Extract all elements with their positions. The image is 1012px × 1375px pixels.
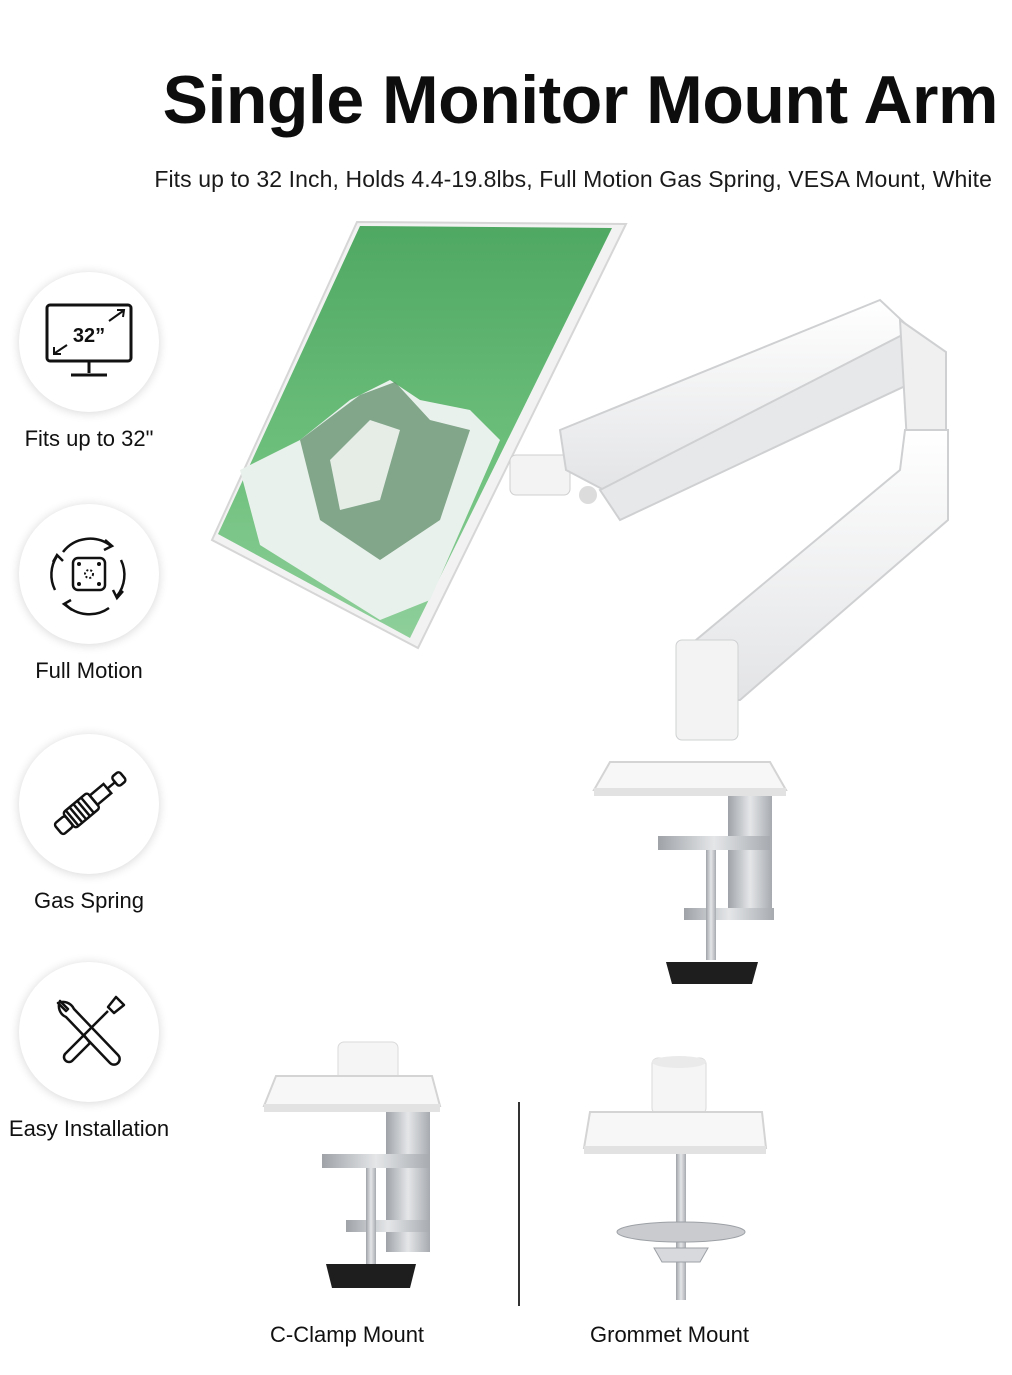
feature-label: Fits up to 32" xyxy=(24,426,154,451)
monitor-32-icon: 32” xyxy=(45,303,133,377)
gas-spring-icon xyxy=(53,771,127,836)
page-subtitle: Fits up to 32 Inch, Holds 4.4-19.8lbs, F… xyxy=(154,166,992,192)
feature-easy-installation: Easy Installation xyxy=(0,962,178,1142)
feature-full-motion: Full Motion xyxy=(0,504,178,684)
page-title: Single Monitor Mount Arm xyxy=(162,62,999,138)
rotation-arrows-icon xyxy=(50,537,126,616)
feature-circle xyxy=(19,962,159,1102)
grommet-mount-illustration xyxy=(582,1056,768,1300)
c-clamp-mount-label: C-Clamp Mount xyxy=(270,1322,425,1347)
grommet-mount-label: Grommet Mount xyxy=(590,1322,749,1347)
monitor-screen xyxy=(210,220,628,650)
mount-divider xyxy=(518,1102,520,1306)
feature-label: Gas Spring xyxy=(33,888,145,913)
feature-circle: 32” xyxy=(19,272,159,412)
c-clamp-main xyxy=(592,761,788,984)
monitor-size-text: 32” xyxy=(73,325,105,347)
feature-gas-spring: Gas Spring xyxy=(0,734,178,914)
c-clamp-mount-illustration xyxy=(262,1041,442,1288)
monitor-arm xyxy=(509,298,949,741)
monitor-arm-illustration xyxy=(210,220,949,984)
feature-fits-32: 32” Fits up to 32" xyxy=(0,272,178,452)
wrench-screwdriver-icon xyxy=(56,995,126,1066)
feature-label: Easy Installation xyxy=(8,1116,170,1141)
feature-label: Full Motion xyxy=(35,658,143,683)
feature-circle xyxy=(19,734,159,874)
feature-circle xyxy=(19,504,159,644)
